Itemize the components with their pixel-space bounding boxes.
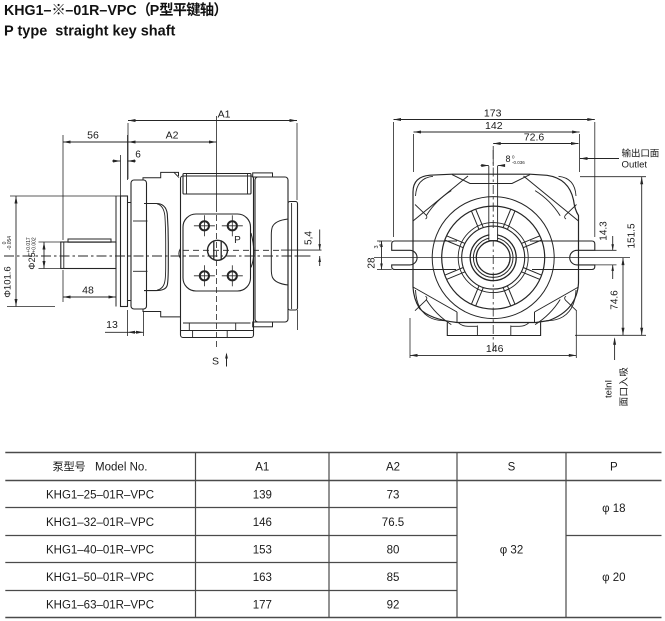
svg-text:74.6: 74.6 (610, 290, 621, 310)
svg-text:+0.017: +0.017 (26, 237, 32, 253)
svg-text:48: 48 (82, 285, 94, 297)
svg-text:Φ101.6: Φ101.6 (3, 266, 14, 297)
svg-text:KHG1–50–01R–VPC: KHG1–50–01R–VPC (46, 572, 154, 584)
svg-text:80: 80 (387, 544, 400, 556)
svg-text:KHG1–63–01R–VPC: KHG1–63–01R–VPC (46, 599, 154, 611)
svg-text:-0.054: -0.054 (7, 236, 13, 250)
svg-text:6: 6 (135, 150, 141, 161)
svg-text:S: S (212, 356, 219, 368)
svg-text:A2: A2 (166, 130, 179, 142)
svg-text:telnI: telnI (604, 380, 615, 398)
svg-text:A1: A1 (255, 462, 269, 474)
svg-text:177: 177 (253, 599, 272, 611)
svg-text:KHG1–25–01R–VPC: KHG1–25–01R–VPC (46, 489, 154, 501)
svg-text:163: 163 (253, 572, 272, 584)
svg-text:14.3: 14.3 (599, 221, 610, 241)
svg-text:153: 153 (253, 544, 272, 556)
svg-text:P: P (150, 3, 160, 19)
svg-text:8: 8 (506, 154, 511, 164)
svg-text:P: P (610, 462, 618, 474)
svg-text:92: 92 (387, 599, 400, 611)
svg-text:-0.2: -0.2 (378, 240, 383, 248)
svg-text:72.6: 72.6 (524, 132, 545, 144)
svg-text:-0.036: -0.036 (512, 160, 525, 165)
svg-text:139: 139 (253, 489, 272, 501)
svg-text:0: 0 (2, 241, 8, 244)
svg-text:0: 0 (512, 155, 515, 160)
svg-text:76.5: 76.5 (382, 517, 404, 529)
svg-text:3: 3 (374, 245, 380, 248)
svg-text:Model No.: Model No. (85, 462, 147, 474)
svg-text:85: 85 (387, 572, 400, 584)
svg-text:73: 73 (387, 489, 400, 501)
svg-text:151.5: 151.5 (627, 223, 638, 248)
svg-text:146: 146 (486, 343, 504, 355)
svg-text:142: 142 (485, 120, 503, 132)
svg-text:Φ25: Φ25 (27, 252, 37, 269)
svg-text:28: 28 (367, 257, 378, 269)
svg-text:Outlet: Outlet (622, 160, 648, 171)
svg-text:P: P (234, 235, 241, 246)
svg-text:13: 13 (106, 319, 118, 331)
svg-text:146: 146 (253, 517, 272, 529)
svg-text:P type straight key shaft: P type straight key shaft (4, 24, 176, 40)
svg-text:S: S (508, 462, 516, 474)
svg-text:KHG1–40–01R–VPC: KHG1–40–01R–VPC (46, 544, 154, 556)
svg-text:φ 18: φ 18 (602, 503, 625, 515)
svg-text:56: 56 (87, 130, 99, 142)
svg-text:φ 32: φ 32 (500, 544, 523, 556)
svg-text:KHG1–32–01R–VPC: KHG1–32–01R–VPC (46, 517, 154, 529)
svg-text:A1: A1 (218, 109, 231, 121)
svg-text:φ 20: φ 20 (602, 572, 625, 584)
svg-text:–01R–VPC: –01R–VPC (65, 3, 137, 19)
svg-text:5,4: 5,4 (304, 231, 315, 245)
svg-text:173: 173 (484, 108, 502, 120)
svg-text:+0.002: +0.002 (32, 237, 38, 253)
svg-text:A2: A2 (386, 462, 400, 474)
svg-text:KHG1–: KHG1– (4, 3, 51, 19)
